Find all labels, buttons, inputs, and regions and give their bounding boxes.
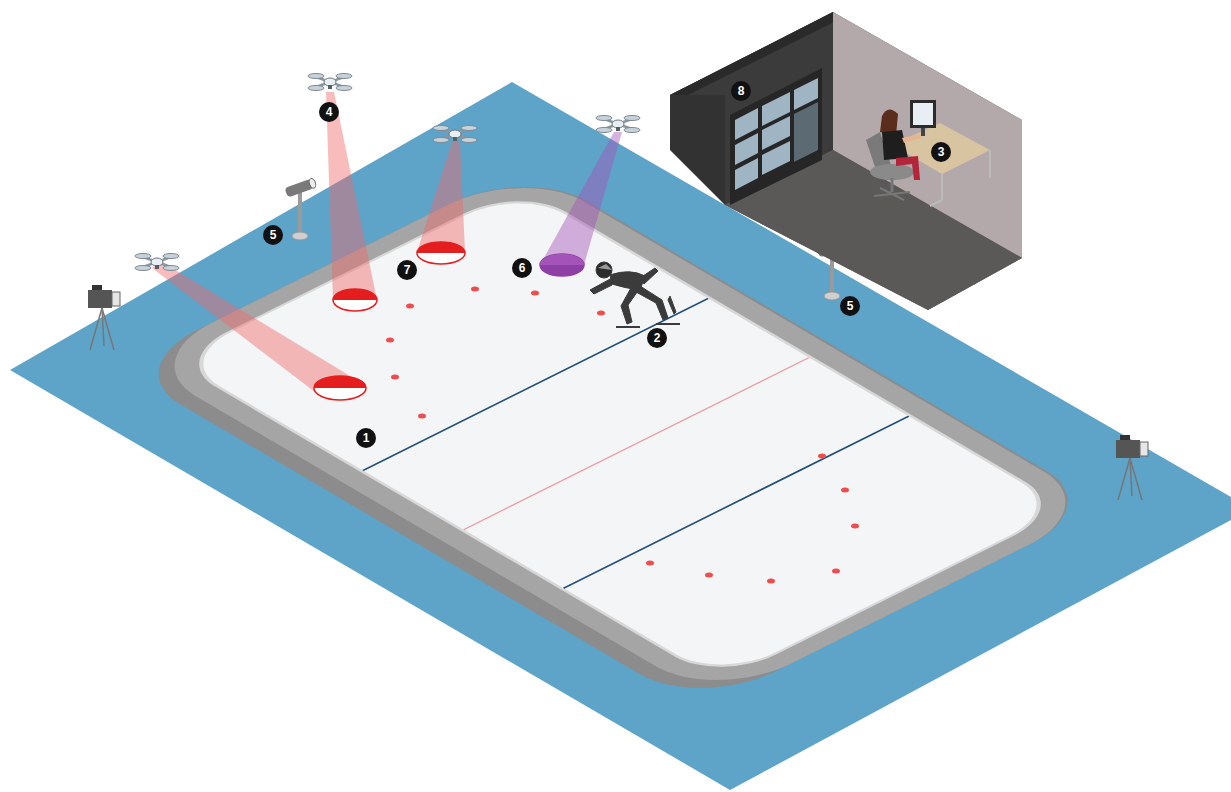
projected-spots: [314, 242, 584, 400]
callout-number: 6: [512, 258, 532, 278]
cameras: [88, 285, 1148, 500]
control-room: [670, 12, 1022, 310]
callout-number: 5: [263, 225, 283, 245]
callout-number: 7: [397, 260, 417, 280]
cone-markers: [386, 287, 859, 584]
drones: [135, 74, 640, 271]
skater: [590, 262, 680, 327]
callout-number: 2: [647, 328, 667, 348]
callout-number: 8: [731, 81, 751, 101]
ground: [10, 82, 1231, 790]
drone-beams: [152, 92, 622, 392]
callout-number: 4: [319, 102, 339, 122]
callout-number: 1: [356, 428, 376, 448]
callout-number: 5: [840, 296, 860, 316]
callout-number: 3: [931, 142, 951, 162]
